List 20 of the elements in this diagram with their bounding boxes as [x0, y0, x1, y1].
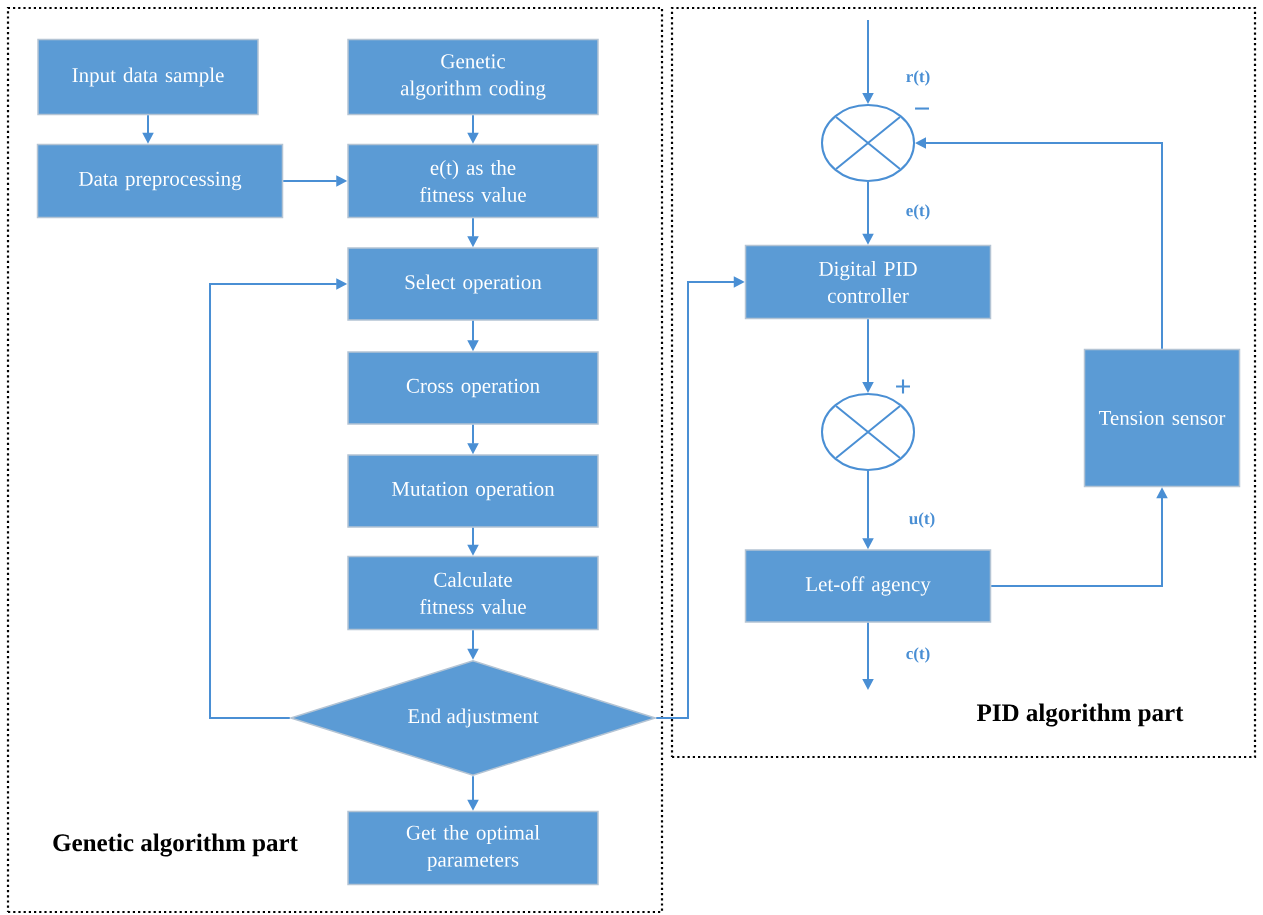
process-box: Calculate fitness value	[347, 555, 599, 631]
edge-label: r(t)	[904, 69, 932, 87]
region-title: Genetic algorithm part	[53, 833, 298, 857]
process-box: Input data sample	[37, 38, 259, 116]
process-box: e(t) as the fitness value	[347, 143, 599, 219]
sign-label: +	[896, 379, 910, 394]
edge-label: c(t)	[904, 646, 932, 664]
sign-label: −	[915, 107, 929, 110]
process-box: Mutation operation	[347, 454, 599, 528]
process-box: Genetic algorithm coding	[347, 38, 599, 116]
process-box: Let-off agency	[744, 549, 992, 623]
process-box: Cross operation	[347, 351, 599, 425]
edge-label: e(t)	[904, 203, 932, 221]
process-box: Select operation	[347, 247, 599, 321]
process-box: Tension sensor	[1083, 348, 1241, 488]
edge-label: u(t)	[907, 511, 937, 529]
process-box: Data preprocessing	[36, 143, 284, 219]
process-box: Digital PID controller	[744, 244, 992, 320]
region-title: PID algorithm part	[976, 703, 1184, 727]
process-box: Get the optimal parameters	[347, 810, 599, 886]
